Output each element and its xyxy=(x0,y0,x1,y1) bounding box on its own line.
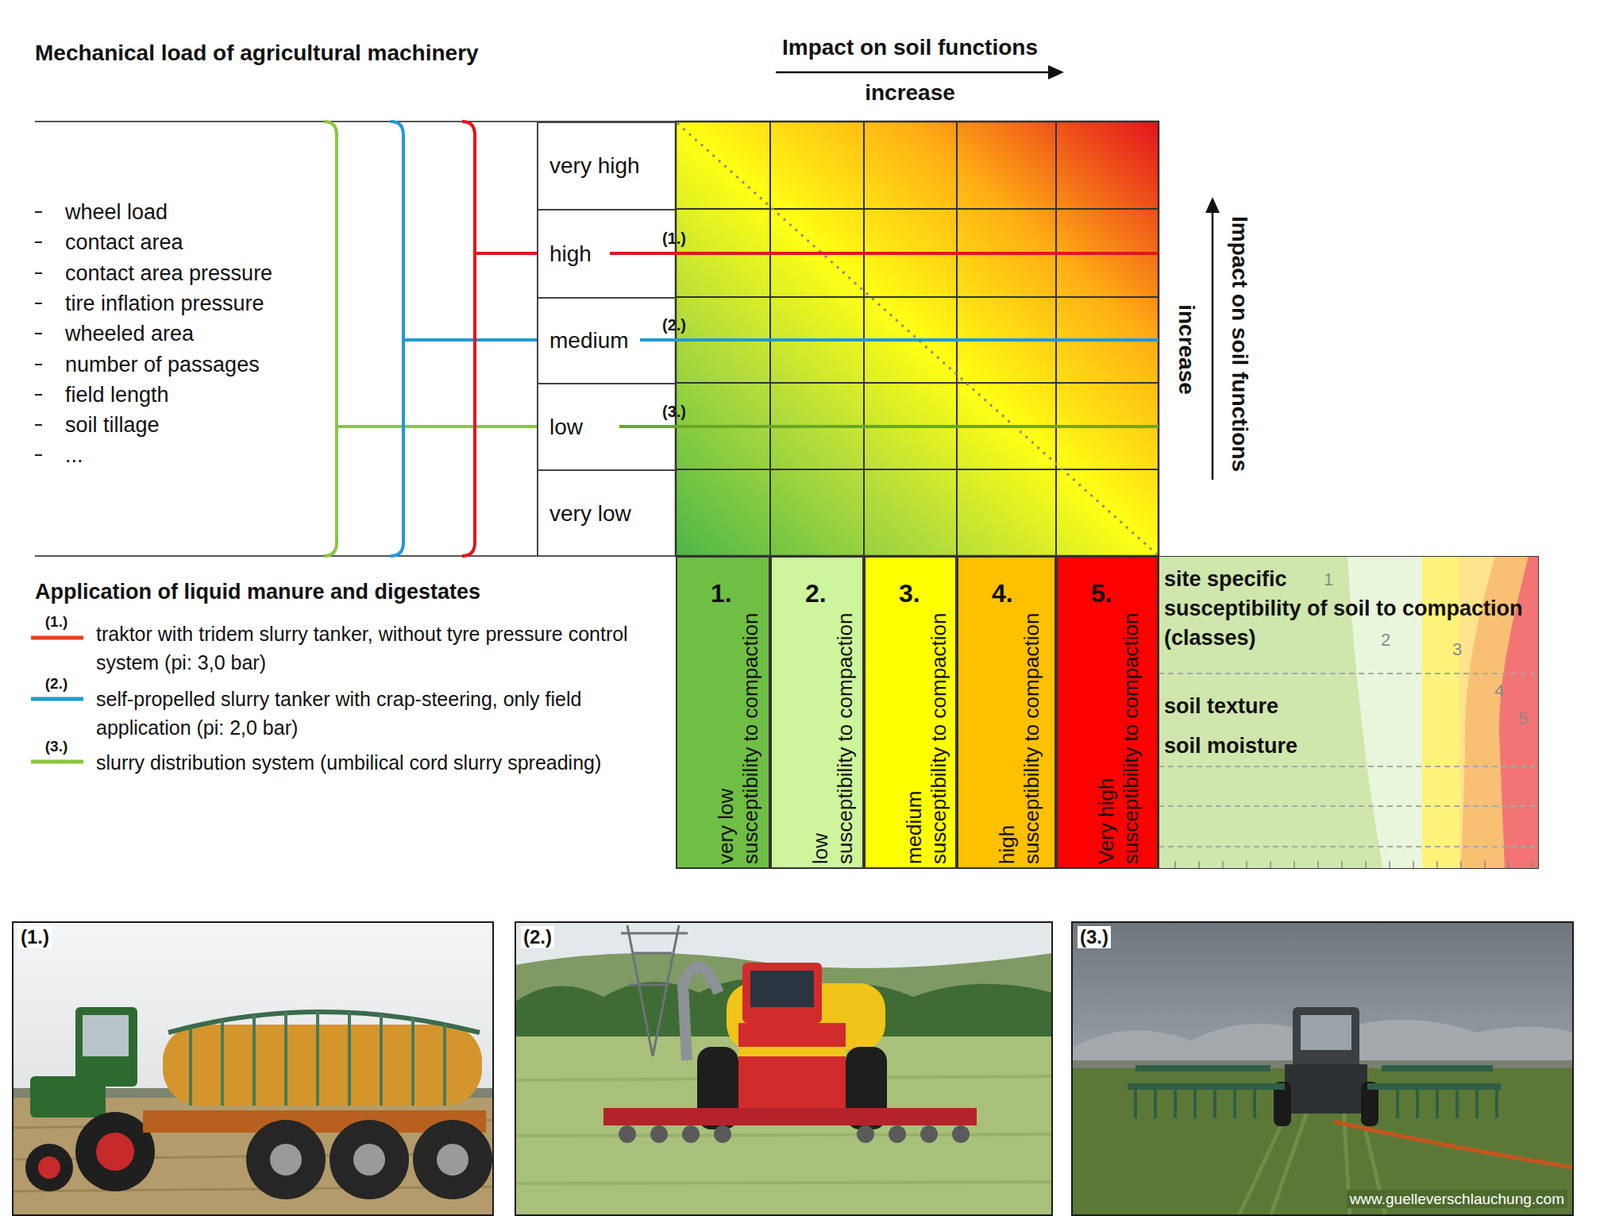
susceptibility-class-box: 2.lowsusceptibility to compaction xyxy=(770,555,864,869)
list-item: number of passages xyxy=(65,351,260,378)
susceptibility-label: Very high xyxy=(1094,778,1119,864)
susceptibility-label: susceptibility to compaction xyxy=(738,613,764,864)
photo-frame: (1.) xyxy=(11,921,494,1216)
callout-number: (2.) xyxy=(662,315,687,335)
axis-label: increase xyxy=(1172,304,1200,395)
class-number: 3 xyxy=(1452,639,1462,660)
list-bullets xyxy=(34,212,43,455)
susceptibility-label: medium xyxy=(902,790,927,864)
axis-arrow xyxy=(775,65,1065,80)
list-item: soil tillage xyxy=(65,412,160,438)
class-number: 5 xyxy=(1518,708,1528,729)
axis-title: Impact on soil functions xyxy=(1226,215,1254,472)
susceptibility-label: susceptibility to compaction xyxy=(926,613,952,864)
panel-text-box: site specific susceptibility of soil to … xyxy=(1164,564,1538,653)
site-specific-panel: site specific susceptibility of soil to … xyxy=(1158,555,1539,869)
susceptibility-class-box: 4.highsusceptibility to compaction xyxy=(956,555,1057,869)
class-number: 1. xyxy=(710,578,733,609)
photo-label: (3.) xyxy=(1077,925,1111,949)
rotated-label: highsusceptibility to compaction xyxy=(994,600,1045,864)
legend-heading: Application of liquid manure and digesta… xyxy=(34,578,481,605)
class-number: 2. xyxy=(805,578,827,609)
susceptibility-class-box: 1.very lowsusceptibility to compaction xyxy=(675,555,771,869)
line-spacer xyxy=(1326,564,1538,594)
class-number: 4. xyxy=(991,578,1014,609)
callout-number: (1.) xyxy=(45,612,69,631)
callout-number: (1.) xyxy=(662,228,687,248)
list-item: contact area xyxy=(65,229,184,255)
callout-number: (2.) xyxy=(45,674,69,693)
list-item: ... xyxy=(65,442,84,468)
photo-self-propelled-tanker xyxy=(514,921,1053,1216)
legend-samples xyxy=(30,637,84,762)
class-number: 1 xyxy=(1323,569,1334,590)
rotated-label: mediumsusceptibility to compaction xyxy=(902,600,952,864)
load-level-box: very high xyxy=(536,121,676,209)
susceptibility-label: high xyxy=(994,825,1020,864)
class-number: 3. xyxy=(898,578,921,609)
axis-title: Impact on soil functions xyxy=(782,34,1038,62)
photo-frame: (2.) xyxy=(514,921,1053,1216)
photo-label: (1.) xyxy=(18,925,52,949)
load-level-label: medium xyxy=(549,327,629,355)
diagram-title: Mechanical load of agricultural machiner… xyxy=(34,39,479,67)
axis-arrow xyxy=(1205,196,1220,480)
panel-factor: soil moisture xyxy=(1164,733,1298,758)
photo-tridem-tanker xyxy=(11,921,494,1216)
machine-lines xyxy=(609,253,1159,427)
legend-text: traktor with tridem slurry tanker, witho… xyxy=(96,619,672,677)
susceptibility-label: susceptibility to compaction xyxy=(832,613,858,864)
list-item: contact area pressure xyxy=(65,260,273,286)
class-number: 4 xyxy=(1494,680,1504,702)
rotated-label: lowsusceptibility to compaction xyxy=(808,600,858,864)
list-item: wheel load xyxy=(65,199,168,225)
load-level-label: very low xyxy=(549,500,632,528)
load-brackets xyxy=(323,121,537,556)
class-number: 5. xyxy=(1091,578,1113,609)
susceptibility-panel xyxy=(1158,555,1539,869)
load-level-label: very high xyxy=(549,152,640,180)
load-level-box: low xyxy=(536,382,676,470)
susceptibility-label: low xyxy=(808,832,833,864)
legend-text: self-propelled slurry tanker with crap-s… xyxy=(96,684,672,742)
load-level-label: low xyxy=(549,413,583,441)
load-level-box: high xyxy=(536,208,676,297)
panel-heading: site specific susceptibility of soil to … xyxy=(1164,564,1538,653)
photo-frame: (3.) www.guelleverschlauchung.com xyxy=(1071,921,1574,1216)
load-level-box: very low xyxy=(536,469,676,556)
panel-factor: soil texture xyxy=(1164,693,1279,718)
susceptibility-label: very low xyxy=(713,788,739,864)
list-item: field length xyxy=(65,381,170,408)
callout-number: (3.) xyxy=(662,401,687,421)
rotated-label: very lowsusceptibility to compaction xyxy=(713,600,764,864)
load-level-label: high xyxy=(549,240,592,268)
photo-umbilical-system xyxy=(1071,921,1574,1216)
list-item: wheeled area xyxy=(65,320,194,347)
load-level-box: medium xyxy=(536,296,676,383)
susceptibility-label: susceptibility to compaction xyxy=(1118,613,1144,864)
photo-label: (2.) xyxy=(520,925,555,949)
susceptibility-class-box: 3.mediumsusceptibility to compaction xyxy=(863,555,957,869)
list-item: tire inflation pressure xyxy=(65,290,265,317)
callout-number: (3.) xyxy=(45,736,69,756)
susceptibility-label: susceptibility to compaction xyxy=(1019,613,1045,864)
axis-label: increase xyxy=(864,79,956,107)
watermark: www.guelleverschlauchung.com xyxy=(1346,1189,1568,1208)
legend-text: slurry distribution system (umbilical co… xyxy=(96,747,672,777)
rotated-label: Very highsusceptibility to compaction xyxy=(1094,600,1144,864)
class-number: 2 xyxy=(1380,629,1391,651)
susceptibility-class-box: 5.Very highsusceptibility to compaction xyxy=(1056,555,1159,869)
